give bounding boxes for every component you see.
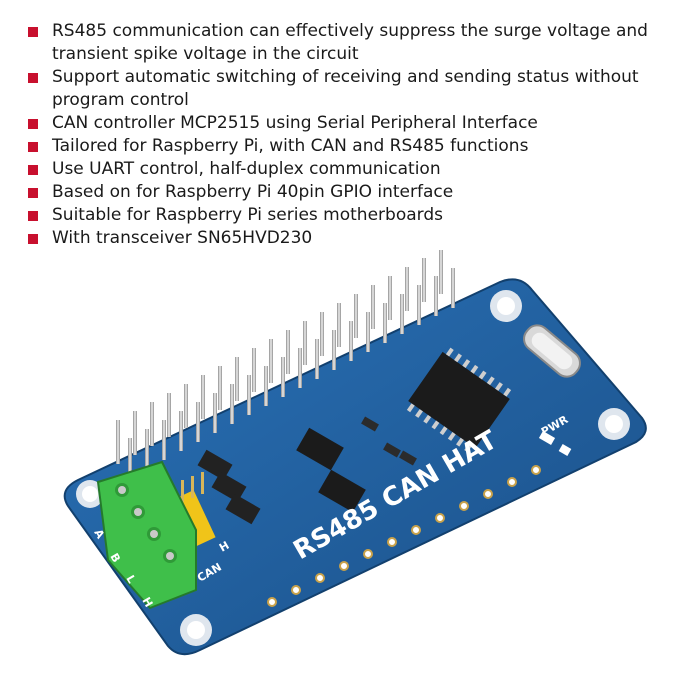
transceiver-chip	[318, 469, 366, 513]
feature-item: CAN controller MCP2515 using Serial Peri…	[24, 112, 684, 135]
screw-terminal-block	[96, 460, 197, 610]
mounting-hole	[180, 614, 212, 646]
bullet-icon	[28, 119, 38, 129]
feature-text: CAN controller MCP2515 using Serial Peri…	[52, 113, 538, 133]
bullet-icon	[28, 27, 38, 37]
screw-icon	[115, 483, 129, 497]
mounting-hole	[598, 408, 630, 440]
feature-item: Support automatic switching of receiving…	[24, 66, 684, 112]
bullet-icon	[28, 73, 38, 83]
solder-pad-row	[267, 465, 541, 607]
screw-icon	[131, 505, 145, 519]
bullet-icon	[28, 165, 38, 175]
feature-list: RS485 communication can effectively supp…	[24, 20, 684, 250]
bullet-icon	[28, 234, 38, 244]
feature-item: Use UART control, half-duplex communicat…	[24, 158, 684, 181]
can-controller-chip	[406, 347, 512, 453]
feature-text: Support automatic switching of receiving…	[52, 67, 639, 110]
transceiver-chip	[296, 427, 344, 471]
smd-components	[361, 416, 572, 466]
feature-item: Based on for Raspberry Pi 40pin GPIO int…	[24, 181, 684, 204]
feature-text: Use UART control, half-duplex communicat…	[52, 159, 441, 179]
gpio-header-pins	[116, 250, 455, 478]
feature-item: Tailored for Raspberry Pi, with CAN and …	[24, 135, 684, 158]
feature-text: Based on for Raspberry Pi 40pin GPIO int…	[52, 182, 454, 202]
screw-icon	[147, 527, 161, 541]
tvs-diode-block	[197, 449, 261, 525]
crystal-oscillator	[523, 324, 581, 378]
feature-item: Suitable for Raspberry Pi series motherb…	[24, 204, 684, 227]
mounting-hole	[76, 480, 104, 508]
product-photo: RS485 CAN HAT PWR CAN H A B L H	[63, 250, 647, 656]
feature-text: RS485 communication can effectively supp…	[52, 21, 648, 64]
feature-text: With transceiver SN65HVD230	[52, 228, 313, 248]
bullet-icon	[28, 188, 38, 198]
feature-item: RS485 communication can effectively supp…	[24, 20, 684, 66]
screw-icon	[163, 549, 177, 563]
feature-text: Tailored for Raspberry Pi, with CAN and …	[52, 136, 529, 156]
mounting-hole	[490, 290, 522, 322]
feature-text: Suitable for Raspberry Pi series motherb…	[52, 205, 443, 225]
pcb-board	[63, 278, 647, 656]
bullet-icon	[28, 211, 38, 221]
feature-item: With transceiver SN65HVD230	[24, 227, 684, 250]
bullet-icon	[28, 142, 38, 152]
